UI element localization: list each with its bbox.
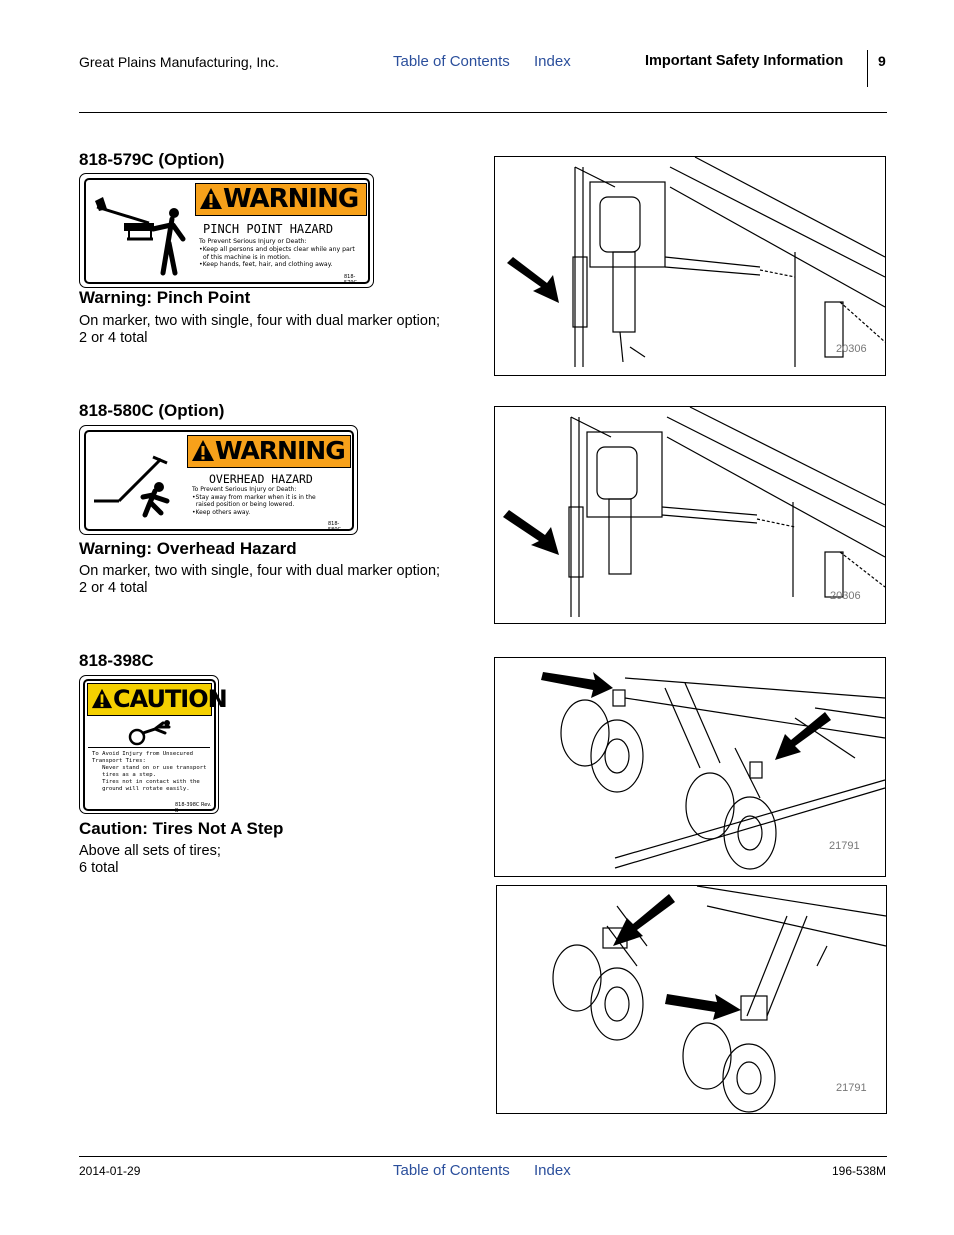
header-index-link[interactable]: Index bbox=[534, 53, 571, 70]
marker-line-drawing bbox=[507, 156, 886, 367]
decal-instructions: To Avoid Injury from Unsecured Transport… bbox=[92, 751, 207, 792]
footer-toc-link[interactable]: Table of Contents bbox=[393, 1162, 510, 1179]
arrow-pointer-icon bbox=[541, 672, 613, 698]
decal-818-579c: WARNING PINCH POINT HAZARD To Prevent Se… bbox=[79, 173, 374, 288]
figure-tire-decal-location-1: 21791 bbox=[494, 657, 886, 877]
signal-word: WARNING bbox=[223, 184, 359, 214]
overhead-hazard-pictogram bbox=[94, 455, 170, 518]
figure-number: 21791 bbox=[836, 1082, 867, 1094]
arrow-pointer-icon bbox=[503, 510, 559, 555]
footer-index-link[interactable]: Index bbox=[534, 1162, 571, 1179]
hazard-title: PINCH POINT HAZARD bbox=[203, 222, 334, 236]
decal-code: 818-580C bbox=[328, 521, 342, 533]
tires-line-drawing bbox=[541, 672, 886, 870]
decal-code: 818-579C bbox=[344, 274, 358, 286]
tire-step-pictogram bbox=[128, 720, 171, 746]
decal-818-580c: WARNING OVERHEAD HAZARD To Prevent Serio… bbox=[79, 425, 358, 535]
signal-word: WARNING bbox=[215, 436, 346, 465]
footer-doc-number: 196-538M bbox=[832, 1164, 887, 1178]
description-line: Above all sets of tires; bbox=[79, 843, 221, 859]
tires-line-drawing bbox=[552, 885, 887, 1113]
arrow-pointer-icon bbox=[613, 894, 675, 946]
caption-2: Warning: Overhead Hazard bbox=[79, 539, 297, 558]
signal-word: CAUTION bbox=[113, 685, 228, 713]
marker-line-drawing bbox=[503, 406, 886, 617]
warning-triangle-icon bbox=[192, 440, 214, 461]
description-2: On marker, two with single, four with du… bbox=[79, 563, 440, 597]
page-number: 9 bbox=[878, 53, 886, 69]
arrow-pointer-icon bbox=[775, 712, 831, 760]
caution-banner: CAUTION bbox=[87, 683, 228, 716]
warning-triangle-icon bbox=[91, 688, 113, 709]
figure-number: 20306 bbox=[836, 343, 867, 355]
description-line: 6 total bbox=[79, 860, 119, 876]
decal-818-398c: CAUTION To Avoid Injury from Unsecured T… bbox=[79, 675, 228, 814]
arrow-pointer-icon bbox=[507, 257, 559, 303]
footer-rule bbox=[79, 1156, 887, 1157]
description-line: On marker, two with single, four with du… bbox=[79, 563, 441, 579]
figure-marker-decal-location-1: 20306 bbox=[494, 156, 886, 376]
caption-1: Warning: Pinch Point bbox=[79, 288, 251, 307]
header-divider bbox=[867, 50, 868, 87]
footer-date: 2014-01-29 bbox=[79, 1164, 141, 1178]
decal-code: 818-398C Rev. B bbox=[175, 802, 212, 814]
caption-3: Caution: Tires Not A Step bbox=[79, 819, 284, 838]
figure-number: 21791 bbox=[829, 840, 860, 852]
decal-instructions: To Prevent Serious Injury or Death: •Sta… bbox=[192, 486, 316, 516]
description-line: 2 or 4 total bbox=[79, 330, 148, 346]
pinch-point-pictogram bbox=[89, 183, 189, 278]
description-1: On marker, two with single, four with du… bbox=[79, 313, 440, 347]
warning-banner: WARNING bbox=[187, 435, 351, 468]
part-number-3: 818-398C bbox=[79, 651, 154, 670]
warning-banner: WARNING bbox=[195, 183, 367, 216]
description-line: On marker, two with single, four with du… bbox=[79, 313, 441, 329]
header-toc-link[interactable]: Table of Contents bbox=[393, 53, 510, 70]
warning-triangle-icon bbox=[200, 188, 222, 209]
decal-instructions: To Prevent Serious Injury or Death: •Kee… bbox=[199, 238, 355, 269]
company-name: Great Plains Manufacturing, Inc. bbox=[79, 54, 279, 70]
figure-marker-decal-location-2: 20306 bbox=[494, 406, 886, 624]
figure-number: 20306 bbox=[830, 590, 861, 602]
hazard-title: OVERHEAD HAZARD bbox=[209, 472, 313, 486]
description-3: Above all sets of tires; 6 total bbox=[79, 843, 221, 877]
part-number-1: 818-579C (Option) bbox=[79, 150, 225, 169]
arrow-pointer-icon bbox=[665, 994, 741, 1020]
figure-tire-decal-location-2: 21791 bbox=[496, 885, 887, 1114]
description-line: 2 or 4 total bbox=[79, 580, 148, 596]
part-number-2: 818-580C (Option) bbox=[79, 401, 225, 420]
header-rule bbox=[79, 112, 887, 113]
section-title: Important Safety Information bbox=[645, 53, 844, 69]
